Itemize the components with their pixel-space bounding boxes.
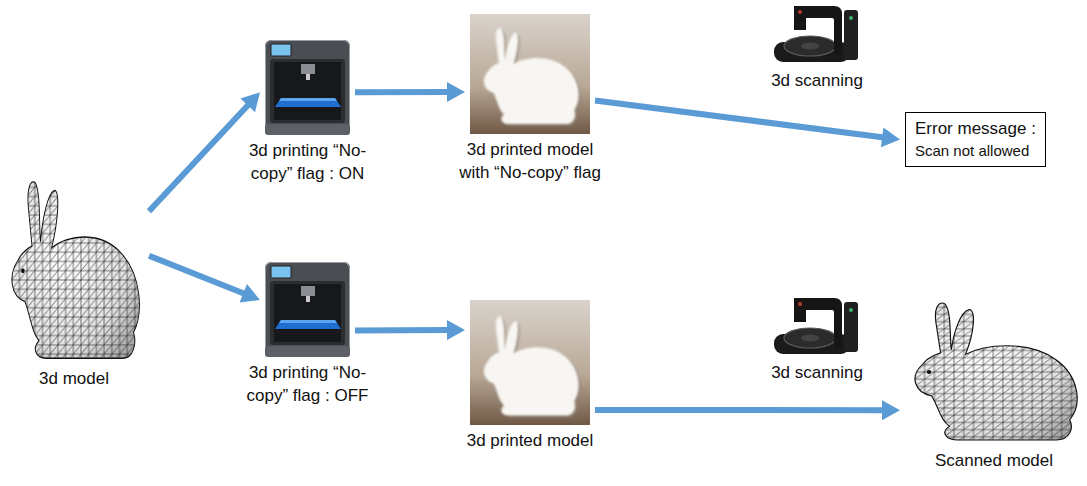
caption-area: Scanned model xyxy=(906,450,1082,473)
caption-area: 3d printing “No-copy” flag : OFF xyxy=(203,362,413,408)
flow-arrow xyxy=(355,320,465,340)
figure-caption: 3d printed model with “No-copy” flag xyxy=(435,139,625,185)
flow-arrow xyxy=(595,100,900,147)
error-box: Error message :Scan not allowed xyxy=(905,112,1046,167)
figure-caption: 3d model xyxy=(0,368,154,391)
error-message: Scan not allowed xyxy=(915,141,1036,161)
model-figure: Scanned model xyxy=(905,300,1083,445)
flow-arrow xyxy=(149,256,260,303)
caption-area: 3d printed model xyxy=(435,430,625,453)
caption-area: 3d model xyxy=(0,368,154,391)
edge-label: 3d scanning xyxy=(768,362,866,384)
printer-icon xyxy=(265,40,350,135)
printer-icon xyxy=(265,262,350,357)
printed-photo xyxy=(470,14,590,134)
scanner-icon xyxy=(774,6,858,62)
figure-caption: 3d printing “No-copy” flag : ON xyxy=(205,140,410,186)
model-figure: 3d model xyxy=(4,178,144,363)
figure-caption: Scanned model xyxy=(906,450,1082,473)
scanner-icon xyxy=(774,298,858,354)
printed-model-node: 3d printed model xyxy=(470,300,590,425)
error-title: Error message : xyxy=(915,118,1036,141)
printed-model-node: 3d printed model with “No-copy” flag xyxy=(470,14,590,134)
edge-label: 3d scanning xyxy=(768,70,866,92)
flow-arrow xyxy=(355,82,465,102)
flow-arrow xyxy=(149,92,260,211)
bunny-mesh xyxy=(12,182,140,358)
flow-arrow xyxy=(595,400,900,420)
figure-caption: 3d printing “No-copy” flag : OFF xyxy=(203,362,413,408)
bunny-mesh xyxy=(915,303,1077,440)
edge-label-area: 3d scanning xyxy=(742,362,892,384)
printer-node: 3d printing “No-copy” flag : OFF xyxy=(265,262,350,357)
figure-caption: 3d printed model xyxy=(435,430,625,453)
printer-node: 3d printing “No-copy” flag : ON xyxy=(265,40,350,135)
printed-photo xyxy=(470,300,590,425)
edge-label-area: 3d scanning xyxy=(742,70,892,92)
caption-area: 3d printed model with “No-copy” flag xyxy=(435,139,625,185)
caption-area: 3d printing “No-copy” flag : ON xyxy=(205,140,410,186)
